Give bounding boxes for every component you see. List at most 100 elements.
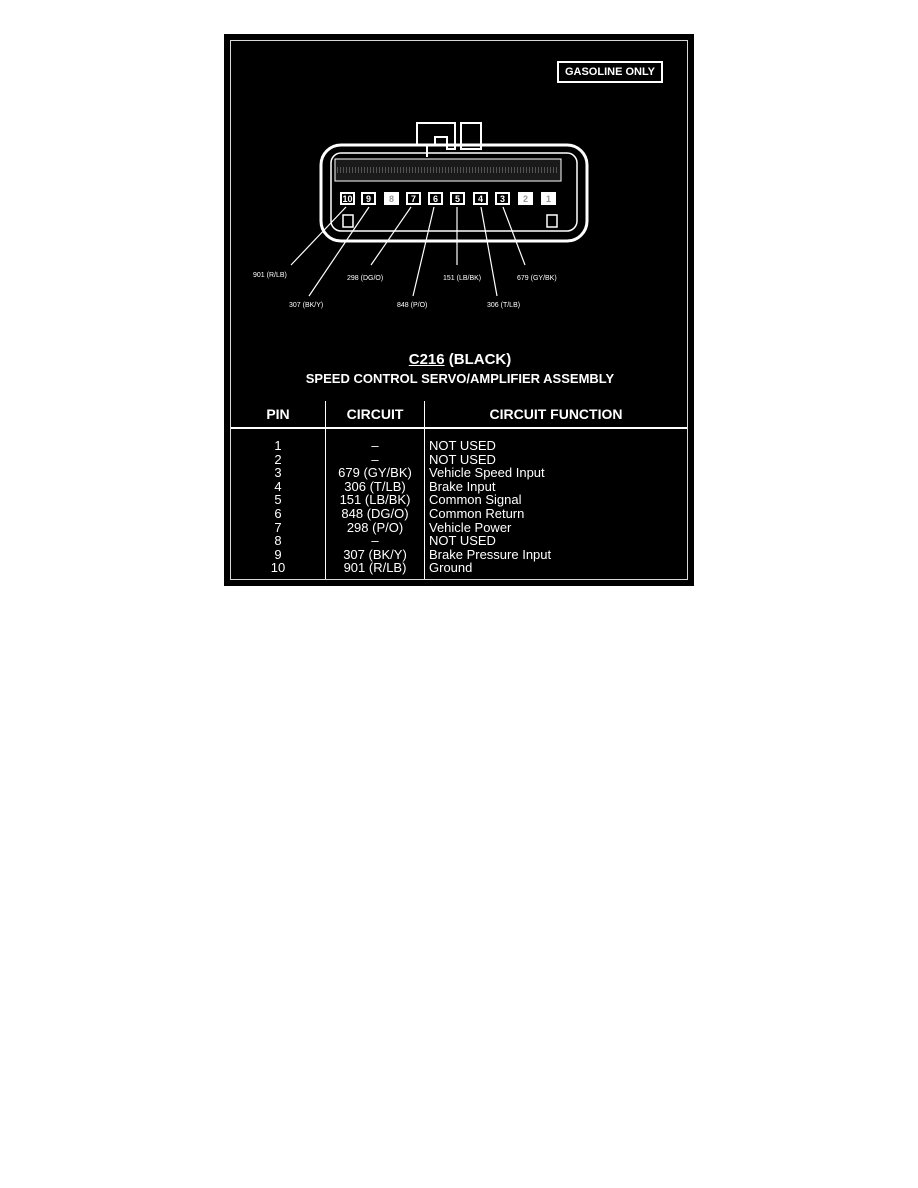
cavity-5: 5 bbox=[450, 192, 465, 205]
connector-body bbox=[319, 143, 589, 243]
cavity-7: 7 bbox=[406, 192, 421, 205]
circuit-callout: 151 (LB/BK) bbox=[443, 275, 481, 282]
leader-line bbox=[502, 206, 526, 266]
cavity-inner bbox=[475, 194, 486, 203]
cavity-inner bbox=[342, 194, 353, 203]
cavity-8: 8 bbox=[384, 192, 399, 205]
pin-cell: 9 bbox=[231, 548, 326, 562]
leader-line bbox=[412, 206, 435, 297]
function-header: CIRCUIT FUNCTION bbox=[424, 401, 687, 429]
function-cell: Common Signal bbox=[429, 492, 522, 508]
connector-color: (BLACK) bbox=[448, 351, 512, 368]
cavity-inner bbox=[430, 194, 441, 203]
circuit-callout: 306 (T/LB) bbox=[487, 302, 520, 309]
circuit-header: CIRCUIT bbox=[325, 401, 425, 429]
cavity-inner bbox=[408, 194, 419, 203]
cavity-9: 9 bbox=[361, 192, 376, 205]
connector-inner-body bbox=[330, 152, 578, 232]
leader-line bbox=[370, 206, 412, 266]
leader-line bbox=[290, 206, 347, 266]
circuit-callout: 298 (DG/O) bbox=[347, 275, 383, 282]
pin-cell: 7 bbox=[231, 520, 326, 535]
circuit-cell: – bbox=[325, 534, 425, 548]
gasoline-only-badge: GASOLINE ONLY bbox=[557, 61, 663, 83]
circuit-cell: 307 (BK/Y) bbox=[325, 548, 425, 562]
connector-drawing: 10 9 8 7 6 5 4 3 2 1 901 (R/LB) 307 (BK/Y) 298 (DG/… bbox=[253, 122, 589, 309]
leader-line bbox=[308, 206, 370, 297]
function-cell: NOT USED bbox=[429, 438, 496, 453]
cavity-inner bbox=[386, 194, 397, 203]
cavity-3: 3 bbox=[495, 192, 510, 205]
pin-cell: 3 bbox=[231, 466, 326, 480]
cavity-inner bbox=[363, 194, 374, 203]
pin-cell: 8 bbox=[231, 534, 326, 548]
circuit-cell: – bbox=[325, 452, 425, 467]
cavity-number: 1 bbox=[546, 194, 551, 204]
circuit-callout: 901 (R/LB) bbox=[253, 272, 287, 279]
cavity-number: 2 bbox=[523, 194, 528, 204]
function-cell: Brake Input bbox=[429, 478, 496, 494]
cavity-6: 6 bbox=[428, 192, 443, 205]
circuit-cell: 901 (R/LB) bbox=[325, 561, 425, 579]
pin-cell: 4 bbox=[231, 480, 326, 494]
cavity-2: 2 bbox=[518, 192, 533, 205]
assembly-name: SPEED CONTROL SERVO/AMPLIFIER ASSEMBLY bbox=[305, 371, 615, 386]
circuit-cell: 298 (P/O) bbox=[325, 520, 425, 535]
connector-id: C216 bbox=[408, 351, 445, 368]
cavity-10: 10 bbox=[340, 192, 355, 205]
cavity-inner bbox=[520, 194, 531, 203]
circuit-cell: – bbox=[325, 428, 425, 453]
circuit-cell: 151 (LB/BK) bbox=[325, 493, 425, 507]
pin-cell: 1 bbox=[231, 428, 326, 453]
table-row: 2–NOT USED bbox=[231, 451, 687, 467]
cavity-number: 10 bbox=[342, 194, 352, 204]
circuit-cell: 679 (GY/BK) bbox=[325, 466, 425, 480]
circuit-cell: 848 (DG/O) bbox=[325, 507, 425, 521]
pin-cell: 10 bbox=[231, 561, 326, 579]
function-cell: NOT USED bbox=[429, 451, 496, 467]
connector-key-left bbox=[342, 214, 354, 228]
circuit-callout: 679 (GY/BK) bbox=[517, 275, 557, 282]
cavity-number: 6 bbox=[433, 194, 438, 204]
function-cell: Common Return bbox=[429, 505, 525, 521]
cavity-inner bbox=[543, 194, 554, 203]
function-cell: Ground bbox=[429, 560, 473, 576]
function-cell: Vehicle Power bbox=[429, 519, 512, 535]
function-cell: NOT USED bbox=[429, 533, 496, 549]
cavity-number: 9 bbox=[366, 194, 371, 204]
cavity-number: 5 bbox=[455, 194, 460, 204]
function-cell: Vehicle Speed Input bbox=[429, 465, 545, 481]
connector-latch-notch bbox=[426, 122, 482, 157]
cavity-number: 4 bbox=[478, 194, 483, 204]
table-row: 8–NOT USED bbox=[231, 534, 687, 548]
cavity-4: 4 bbox=[473, 192, 488, 205]
circuit-callout: 848 (P/O) bbox=[397, 302, 427, 309]
cavity-number: 3 bbox=[500, 194, 505, 204]
cavity-inner bbox=[452, 194, 463, 203]
pin-header: PIN bbox=[231, 401, 326, 429]
cavity-inner bbox=[497, 194, 508, 203]
connector-key-right bbox=[546, 214, 558, 228]
table-row: 1–NOT USED bbox=[231, 428, 687, 453]
circuit-callout: 307 (BK/Y) bbox=[289, 302, 323, 309]
leader-line bbox=[480, 206, 498, 297]
pin-cell: 6 bbox=[231, 507, 326, 521]
circuit-cell: 306 (T/LB) bbox=[325, 480, 425, 494]
cavity-number: 8 bbox=[389, 194, 394, 204]
table-header-row: PIN CIRCUIT CIRCUIT FUNCTION bbox=[231, 401, 687, 429]
pin-cell: 2 bbox=[231, 452, 326, 467]
function-cell: Brake Pressure Input bbox=[429, 546, 552, 562]
cavity-1: 1 bbox=[541, 192, 556, 205]
cavity-number: 7 bbox=[411, 194, 416, 204]
pin-cell: 5 bbox=[231, 493, 326, 507]
